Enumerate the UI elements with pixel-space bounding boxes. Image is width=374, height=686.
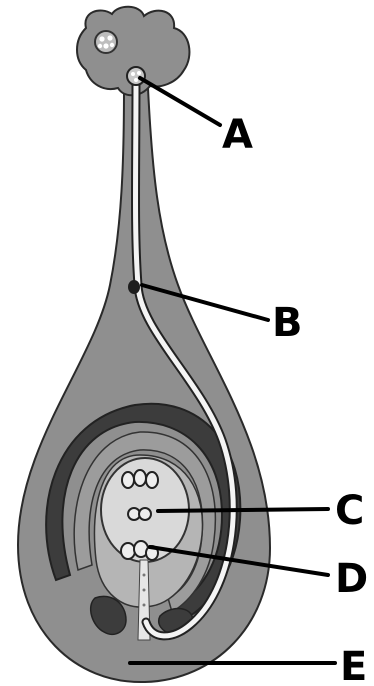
label-d: D [335, 556, 368, 602]
label-c: C [335, 488, 364, 534]
antipodal-cells [122, 470, 158, 488]
leader-line-c [158, 509, 328, 511]
leader-line-a [140, 78, 220, 125]
label-b: B [272, 300, 303, 346]
germinating-pollen-grain [127, 67, 145, 85]
polar-nuclei [128, 508, 151, 520]
label-e: E [340, 644, 367, 686]
label-a: A [222, 112, 253, 158]
tube-nucleus [128, 280, 140, 294]
pollen-grain [95, 31, 117, 53]
